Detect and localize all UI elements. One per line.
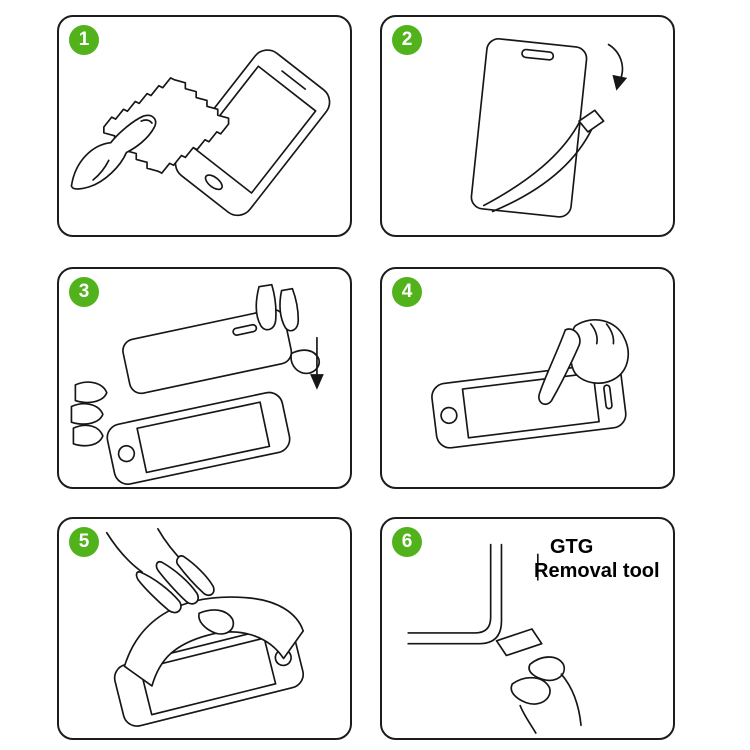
phone-illustration <box>113 625 305 727</box>
peel-film-illustration <box>470 37 628 218</box>
removal-tool-label-line2: Removal tool <box>534 560 660 583</box>
step-panel-6: 6 GTG Removal tool <box>380 517 675 740</box>
step-panel-1: 1 <box>57 15 352 237</box>
step-panel-5: 5 <box>57 517 352 740</box>
film-tab-illustration <box>578 109 605 133</box>
removal-tool-label: GTG Removal tool <box>534 535 660 584</box>
pinch-finger-illustration <box>528 656 566 682</box>
align-glass-illustration <box>70 283 324 485</box>
left-finger-illustration <box>74 381 108 404</box>
wrist-illustration <box>560 673 582 727</box>
step-panel-4: 4 <box>380 267 675 489</box>
step-panel-3: 3 <box>57 267 352 489</box>
phone-illustration <box>106 391 291 485</box>
removal-tool-label-line1: GTG <box>550 536 594 558</box>
glass-corner-illustration <box>407 543 492 634</box>
phone-illustration <box>431 362 627 449</box>
step-number-badge: 1 <box>69 25 99 55</box>
tool-wedge-illustration <box>495 628 543 657</box>
pointing-finger-illustration <box>538 328 581 405</box>
glass-protector-illustration <box>122 308 293 395</box>
hand-illustration <box>70 114 157 190</box>
phone-illustration <box>174 49 331 217</box>
right-finger-illustration <box>255 283 277 331</box>
cloth-illustration <box>103 77 230 174</box>
pinch-thumb-illustration <box>510 676 551 705</box>
step-panel-2: 2 <box>380 15 675 237</box>
removal-tool-illustration <box>407 543 582 734</box>
fist-illustration <box>569 319 630 384</box>
smooth-film-illustration <box>105 527 305 727</box>
step-number-badge: 2 <box>392 25 422 55</box>
glass-protector-illustration <box>470 37 588 218</box>
step-number-badge: 4 <box>392 277 422 307</box>
thumb-illustration <box>290 349 321 375</box>
step-number-badge: 6 <box>392 527 422 557</box>
arm-illustration <box>105 531 143 573</box>
film-flap-illustration <box>482 118 582 207</box>
press-center-illustration <box>431 319 630 449</box>
thumb-illustration <box>197 609 235 635</box>
clean-screen-illustration <box>70 49 331 217</box>
step-number-badge: 3 <box>69 277 99 307</box>
step-number-badge: 5 <box>69 527 99 557</box>
finger-illustration <box>135 571 182 614</box>
